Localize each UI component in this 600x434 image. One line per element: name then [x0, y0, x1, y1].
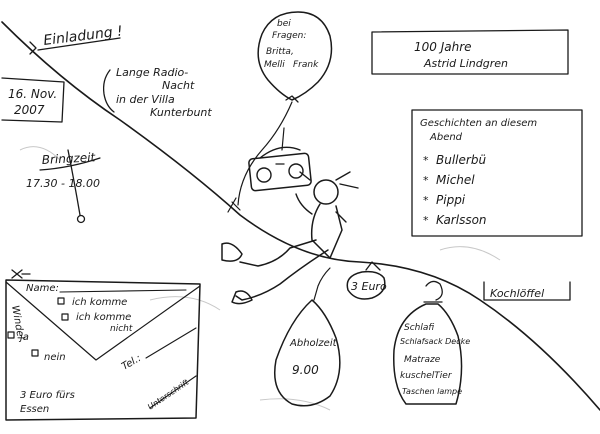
packing-item-2: Schlafsack Decke: [400, 337, 470, 346]
food-line2: Essen: [20, 404, 49, 415]
event-line3: in der Villa: [116, 93, 175, 106]
scissors-icon: [11, 269, 31, 279]
option-yes-label: ich komme: [72, 297, 127, 308]
option-no-line2: nicht: [110, 324, 133, 334]
pickup-time: 9.00: [292, 363, 319, 377]
story-bullet-3: *: [423, 194, 429, 207]
bring-underline: [39, 157, 101, 171]
date-box: [1, 77, 65, 123]
event-line2: Nacht: [162, 79, 195, 92]
phone-line[interactable]: [145, 327, 197, 359]
balloon-line3: Britta,: [266, 47, 294, 57]
event-bracket: [102, 69, 115, 113]
branch-line: [67, 149, 81, 216]
pickup-balloon: Abholzeit 9.00: [274, 267, 341, 407]
packing-item-3: Matraze: [404, 355, 441, 365]
story-bullet-4: *: [423, 214, 429, 227]
bring-label: Bringzeit: [41, 150, 96, 167]
option-no-checkbox[interactable]: [61, 313, 69, 321]
event-line1: Lange Radio-: [116, 66, 188, 79]
story-item-3: Pippi: [436, 193, 466, 207]
food-line1: 3 Euro fürs: [20, 390, 75, 401]
title-underline: [37, 37, 121, 51]
spoons-tag-bracket: [483, 281, 571, 301]
balloon-line5: Frank: [293, 60, 319, 70]
stories-box: [411, 109, 583, 237]
story-bullet-2: *: [423, 174, 429, 187]
fee-bag-label: 3 Euro: [351, 280, 387, 293]
rope-line: [1, 21, 600, 411]
name-line[interactable]: [59, 289, 187, 293]
date-line2: 2007: [14, 103, 45, 117]
balloon-line4: Melli: [264, 60, 285, 70]
title-bracket: [29, 41, 37, 55]
signature-label: Unterschrift: [146, 377, 191, 411]
stories-title-line2: Abend: [429, 132, 463, 143]
anniversary-line2: Astrid Lindgren: [423, 57, 508, 70]
branch-end-circle: [76, 214, 86, 224]
packing-item-4: kuschelTier: [400, 371, 453, 381]
pickup-label: Abholzeit: [289, 338, 338, 349]
option-yes-checkbox[interactable]: [57, 297, 65, 305]
story-item-4: Karlsson: [436, 213, 487, 227]
fee-bag: 3 Euro: [346, 261, 387, 300]
packing-item-1: Schlafi: [404, 323, 434, 333]
packing-item-5: Taschen lampe: [402, 387, 462, 396]
story-bullet-1: *: [423, 154, 429, 167]
event-line4: Kunterbunt: [150, 106, 212, 119]
phone-label: Tel.:: [120, 353, 143, 373]
diaper-yes-label: ja: [18, 332, 29, 343]
story-item-2: Michel: [436, 173, 475, 187]
name-label: Name:: [26, 283, 59, 294]
invitation-title: Einladung !: [43, 23, 124, 49]
balloon-line2: Fragen:: [272, 31, 306, 41]
reply-envelope: Name: ich komme ich komme nicht Windel j…: [5, 269, 201, 421]
spoons-tag: Kochlöffel: [490, 287, 544, 300]
story-item-1: Bullerbü: [436, 153, 486, 167]
questions-balloon: bei Fragen: Britta, Melli Frank: [237, 11, 333, 206]
paper-texture: [19, 146, 501, 411]
option-no-line1: ich komme: [76, 312, 131, 323]
radio-icon: [248, 152, 312, 192]
diaper-no-checkbox[interactable]: [31, 349, 39, 357]
diaper-yes-checkbox[interactable]: [7, 331, 15, 339]
stories-title-line1: Geschichten an diesem: [420, 118, 537, 129]
diaper-no-label: nein: [44, 352, 66, 363]
signature-line[interactable]: [149, 375, 197, 409]
date-line1: 16. Nov.: [8, 87, 57, 101]
bring-time: 17.30 - 18.00: [26, 177, 100, 190]
anniversary-box: [371, 29, 569, 75]
anniversary-line1: 100 Jahre: [414, 40, 472, 54]
packing-sack: Schlafi Schlafsack Decke Matraze kuschel…: [393, 280, 470, 405]
pippi-figure: [221, 127, 359, 305]
balloon-line1: bei: [277, 19, 291, 29]
